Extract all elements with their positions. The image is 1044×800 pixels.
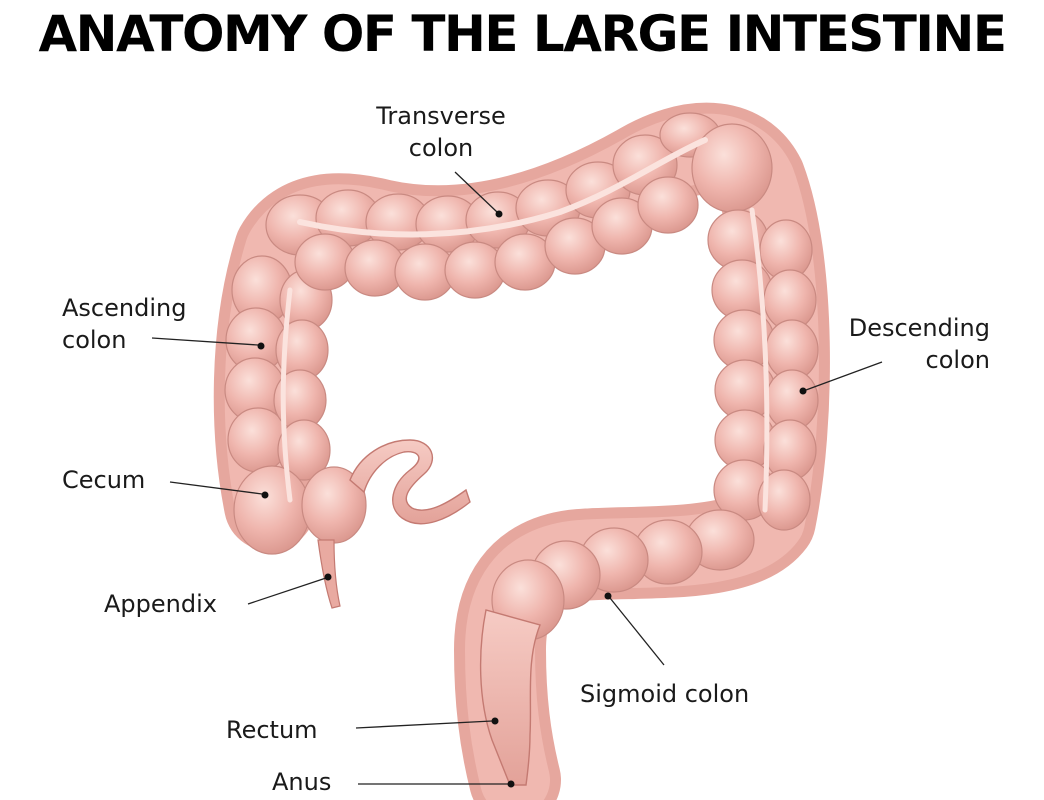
pointer-dot (799, 387, 807, 395)
pointer-dot (324, 573, 332, 581)
label-ascending-colon: Ascending colon (62, 294, 265, 354)
descending-colon (707, 209, 819, 531)
ascending-colon (224, 255, 333, 481)
pointer-dot (507, 780, 515, 788)
taenia-band-transverse (297, 137, 708, 238)
label-descending-colon: Descending colon (799, 314, 990, 395)
pointer-dot (261, 491, 269, 499)
taenia-band-ascending (280, 287, 293, 503)
label-anus-text: Anus (272, 768, 331, 796)
pointer-dot (491, 717, 499, 725)
label-sigmoid-colon: Sigmoid colon (580, 592, 749, 708)
label-appendix: Appendix (104, 573, 332, 618)
label-ascending-line2: colon (62, 326, 126, 354)
label-transverse-colon: Transverse colon (375, 102, 506, 218)
label-transverse-line2: colon (409, 134, 473, 162)
pointer-dot (257, 342, 265, 350)
transverse-colon (265, 134, 699, 301)
label-appendix-text: Appendix (104, 590, 217, 618)
taenia-band-descending (749, 207, 770, 513)
rectum (479, 609, 541, 786)
label-ascending-line1: Ascending (62, 294, 186, 322)
label-cecum: Cecum (62, 466, 269, 499)
label-descending-line2: colon (926, 346, 990, 374)
label-descending-line1: Descending (849, 314, 990, 342)
label-transverse-line1: Transverse (375, 102, 506, 130)
label-rectum: Rectum (226, 716, 499, 744)
intestine-illustration (213, 102, 830, 800)
cecum (233, 465, 367, 555)
label-cecum-text: Cecum (62, 466, 145, 494)
label-rectum-text: Rectum (226, 716, 318, 744)
label-anus: Anus (272, 768, 515, 796)
splenic-flexure (659, 112, 773, 213)
label-sigmoid-text: Sigmoid colon (580, 680, 749, 708)
page-title: ANATOMY OF THE LARGE INTESTINE (38, 5, 1007, 63)
pointer-dot (604, 592, 612, 600)
pointer-dot (495, 210, 503, 218)
ileum (349, 439, 471, 525)
